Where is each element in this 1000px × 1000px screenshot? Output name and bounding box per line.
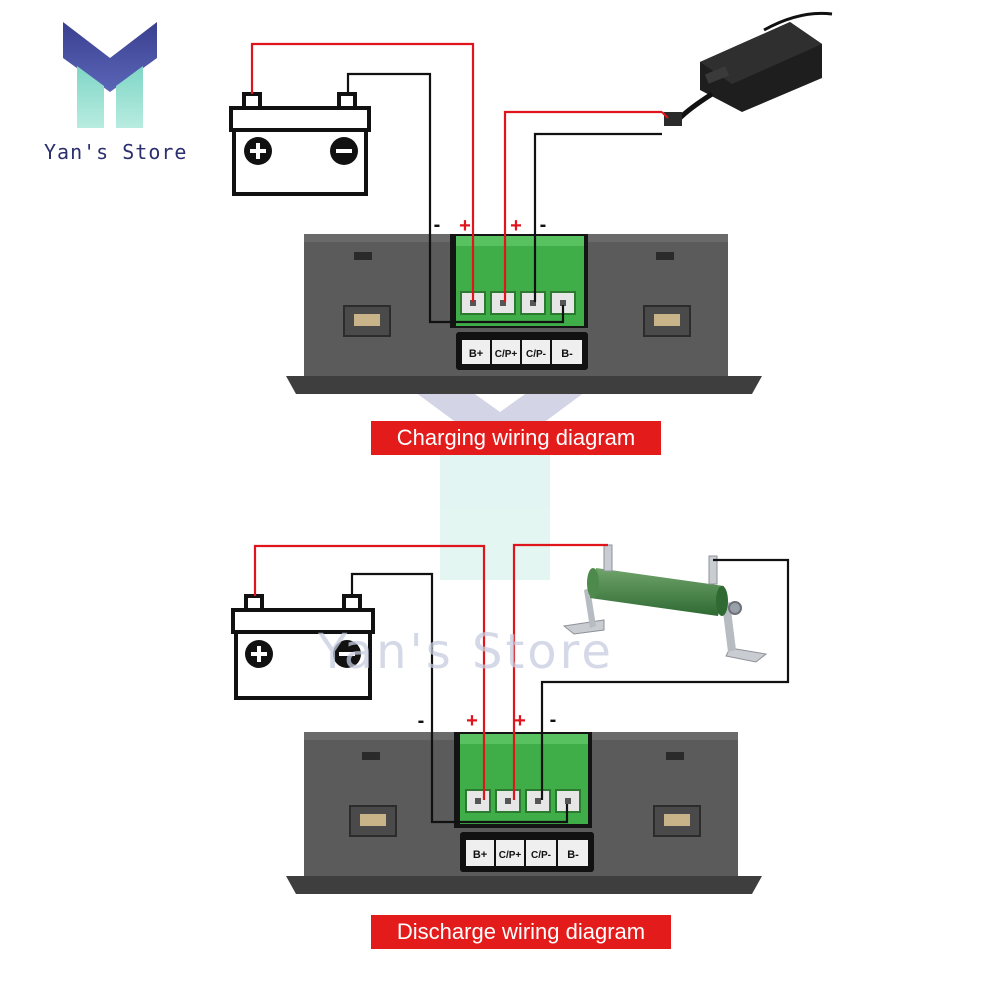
brand-name: Yan's Store <box>44 140 188 164</box>
wires-1 <box>250 42 669 324</box>
battery-2-negative-icon <box>333 640 361 668</box>
discharge-caption: Discharge wiring diagram <box>371 915 671 949</box>
terminal-labels-2 <box>466 840 588 866</box>
terminal-labels-1 <box>462 340 582 364</box>
wire-source-positive-1 <box>503 110 662 302</box>
wire-battery-negative-2 <box>350 572 569 824</box>
battery-1 <box>229 92 371 196</box>
watermark-text: Yan's Store <box>318 624 614 680</box>
terminal-label-cp-plus-2: C/P+ <box>499 850 522 861</box>
battery-1-positive-icon <box>244 137 272 165</box>
sign-battery-positive-1: + <box>459 215 471 237</box>
sign-battery-negative-1: - <box>434 214 441 236</box>
wire-battery-positive-2 <box>253 544 486 800</box>
sign-load-negative-2: - <box>550 709 557 731</box>
wires-2 <box>253 543 790 824</box>
brand-logo <box>63 22 157 128</box>
device-1: B+ C/P+ C/P- B- <box>286 234 762 394</box>
sign-battery-positive-2: + <box>466 710 478 732</box>
terminal-label-b-plus-1: B+ <box>469 348 483 360</box>
battery-1-negative-icon <box>330 137 358 165</box>
wire-load-negative-2 <box>540 558 790 800</box>
sign-source-negative-1: - <box>540 214 547 236</box>
wire-load-positive-2 <box>512 543 608 800</box>
wire-source-negative-1 <box>533 132 662 302</box>
terminal-label-cp-plus-1: C/P+ <box>495 349 518 360</box>
battery-2-positive-icon <box>245 640 273 668</box>
resistor-load <box>562 544 768 663</box>
terminal-label-b-plus-2: B+ <box>473 849 487 861</box>
terminal-label-b-minus-2: B- <box>567 849 579 861</box>
sign-source-positive-1: + <box>510 215 522 237</box>
wire-battery-negative-1 <box>346 72 565 324</box>
charging-caption: Charging wiring diagram <box>371 421 661 455</box>
battery-2 <box>231 594 375 700</box>
terminal-label-b-minus-1: B- <box>561 348 573 360</box>
device-2: B+ C/P+ C/P- B- <box>286 732 762 894</box>
power-adapter <box>664 11 833 126</box>
terminal-label-cp-minus-2: C/P- <box>531 850 551 861</box>
terminal-label-cp-minus-1: C/P- <box>526 349 546 360</box>
wire-battery-positive-1 <box>250 42 475 302</box>
sign-load-positive-2: + <box>514 710 526 732</box>
sign-battery-negative-2: - <box>418 710 425 732</box>
terminal-screws-1 <box>460 291 576 315</box>
